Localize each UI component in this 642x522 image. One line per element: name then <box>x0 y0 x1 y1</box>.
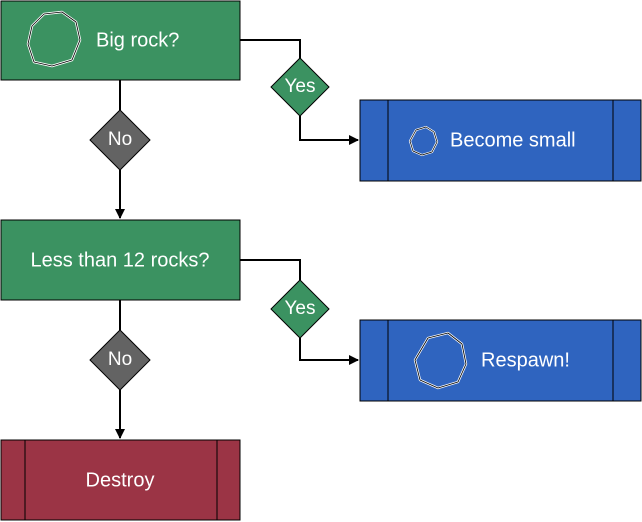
connector-yes-diamond-to-become-small <box>299 116 359 145</box>
no-label-1: No <box>108 129 132 150</box>
connector-yes-diamond-to-respawn <box>299 338 359 365</box>
no-diamond-1: No <box>89 109 151 171</box>
no-diamond-2: No <box>89 329 151 391</box>
big-rock-box <box>0 0 241 81</box>
connector-big-rock-to-yes-diamond <box>240 39 301 60</box>
big-rock-node: Big rock? <box>0 0 241 81</box>
no-diamond-2-shape <box>89 329 151 391</box>
yes-diamond-1-shape <box>270 57 330 117</box>
no-diamond-1-shape <box>89 109 151 171</box>
become-small-label: Become small <box>450 129 576 151</box>
big-rock-label: Big rock? <box>96 29 179 51</box>
yes-label-2: Yes <box>285 298 316 319</box>
connector-less-than-12-to-yes-diamond <box>240 259 301 280</box>
become-small-box <box>359 99 642 182</box>
less-than-12-label: Less than 12 rocks? <box>31 249 210 271</box>
respawn-node: Respawn! <box>359 319 642 402</box>
become-small-node: Become small <box>359 99 642 182</box>
destroy-label: Destroy <box>86 469 155 491</box>
respawn-label: Respawn! <box>481 349 570 371</box>
destroy-node: Destroy <box>0 439 241 521</box>
yes-diamond-2: Yes <box>270 279 330 339</box>
yes-diamond-2-shape <box>270 279 330 339</box>
connectors <box>115 39 359 439</box>
yes-diamond-1: Yes <box>270 57 330 117</box>
less-than-12-box <box>0 219 241 301</box>
no-label-2: No <box>108 349 132 370</box>
respawn-box <box>359 319 642 402</box>
yes-label-1: Yes <box>285 76 316 97</box>
less-than-12-node: Less than 12 rocks? <box>0 219 241 301</box>
destroy-box <box>0 439 241 521</box>
